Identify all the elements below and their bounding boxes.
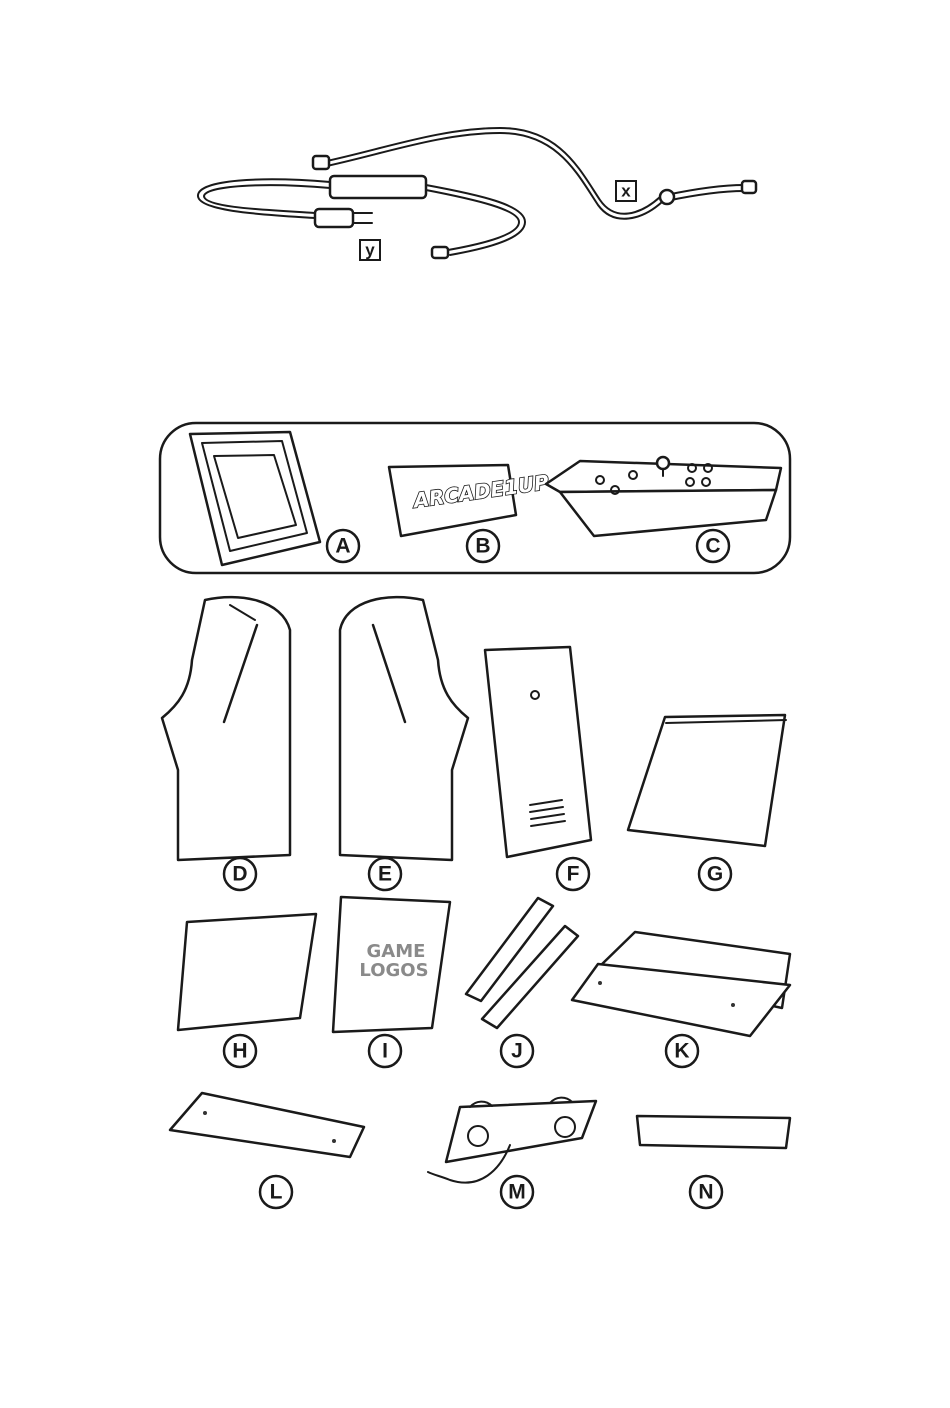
svg-text:D: D xyxy=(232,863,247,886)
part-F-illustration xyxy=(485,647,591,857)
callout-D: D xyxy=(224,858,256,890)
callout-E: E xyxy=(369,858,401,890)
callout-A: A xyxy=(327,530,359,562)
svg-text:E: E xyxy=(378,863,392,886)
callout-y-label: y xyxy=(365,241,375,260)
svg-text:C: C xyxy=(705,535,720,558)
svg-text:L: L xyxy=(270,1181,283,1204)
svg-text:A: A xyxy=(335,535,350,558)
callout-L: L xyxy=(260,1176,292,1208)
callout-x-label: x xyxy=(621,182,631,201)
logo-panel-line-2: LOGOS xyxy=(359,960,428,981)
callout-K: K xyxy=(666,1035,698,1067)
svg-text:H: H xyxy=(232,1040,247,1063)
part-N-illustration xyxy=(637,1116,790,1148)
callout-C: C xyxy=(697,530,729,562)
svg-text:G: G xyxy=(707,863,723,886)
callout-I: I xyxy=(369,1035,401,1067)
callout-y: y xyxy=(360,240,380,260)
part-G-illustration xyxy=(628,715,786,846)
power-adapter-brick xyxy=(330,176,426,198)
callout-B: B xyxy=(467,530,499,562)
callout-F: F xyxy=(557,858,589,890)
part-L-illustration xyxy=(170,1093,364,1157)
part-H-illustration xyxy=(178,914,316,1030)
callout-N: N xyxy=(690,1176,722,1208)
part-M-illustration xyxy=(428,1098,596,1183)
part-D-illustration xyxy=(162,597,290,860)
part-K-illustration xyxy=(572,932,790,1036)
svg-text:N: N xyxy=(698,1181,713,1204)
svg-text:I: I xyxy=(382,1040,388,1063)
part-I-illustration: GAME LOGOS xyxy=(333,897,450,1032)
svg-text:K: K xyxy=(674,1040,689,1063)
svg-text:F: F xyxy=(567,863,580,886)
svg-text:M: M xyxy=(508,1181,526,1204)
callout-J: J xyxy=(501,1035,533,1067)
part-E-illustration xyxy=(340,597,468,860)
callout-H: H xyxy=(224,1035,256,1067)
svg-text:B: B xyxy=(475,535,490,558)
callout-G: G xyxy=(699,858,731,890)
svg-text:J: J xyxy=(511,1040,523,1063)
callout-x: x xyxy=(616,181,636,201)
ac-plug xyxy=(315,209,353,227)
callout-M: M xyxy=(501,1176,533,1208)
logo-panel-line-1: GAME xyxy=(367,941,426,962)
power-cable-assembly xyxy=(198,128,756,258)
part-J-illustration xyxy=(466,898,578,1028)
